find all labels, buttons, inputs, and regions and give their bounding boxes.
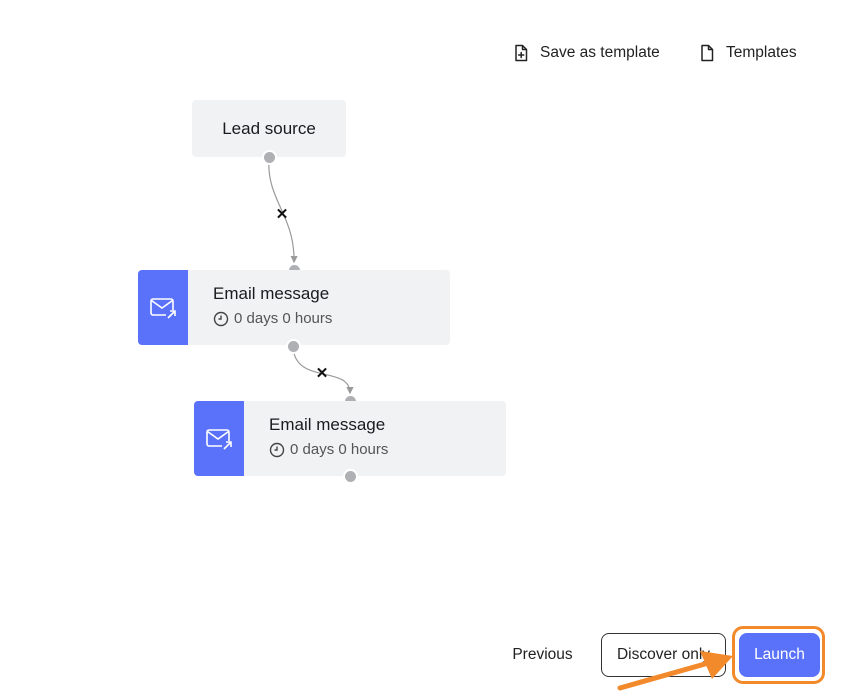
discover-only-button[interactable]: Discover only <box>601 633 726 677</box>
email-node-delay: 0 days 0 hours <box>213 310 332 327</box>
email-node-delay-text: 0 days 0 hours <box>290 441 389 458</box>
connection-line <box>268 157 298 264</box>
email-node-title: Email message <box>269 415 386 434</box>
connection-line <box>292 346 354 395</box>
email-node-content: Email message 0 days 0 hours <box>244 401 388 476</box>
save-as-template-button[interactable]: Save as template <box>512 44 660 62</box>
previous-button[interactable]: Previous <box>495 633 590 677</box>
clock-icon <box>269 442 285 457</box>
email-send-icon <box>206 428 233 451</box>
email-node-content: Email message 0 days 0 hours <box>188 270 332 345</box>
remove-connection-button[interactable]: ✕ <box>315 365 329 382</box>
previous-label: Previous <box>512 646 573 663</box>
email-node-title: Email message <box>213 284 330 303</box>
email-message-node[interactable]: Email message 0 days 0 hours <box>138 270 450 345</box>
templates-label: Templates <box>726 44 797 61</box>
launch-button[interactable]: Launch <box>739 633 820 677</box>
email-node-icon-box <box>194 401 244 476</box>
discover-only-label: Discover only <box>616 646 711 663</box>
email-node-delay-text: 0 days 0 hours <box>234 310 333 327</box>
output-port[interactable] <box>343 469 358 484</box>
output-port[interactable] <box>262 150 277 165</box>
clock-icon <box>213 311 229 326</box>
file-plus-icon <box>515 44 528 62</box>
lead-source-label: Lead source <box>222 118 316 138</box>
email-node-icon-box <box>138 270 188 345</box>
output-port[interactable] <box>286 339 301 354</box>
file-icon <box>701 44 714 62</box>
remove-connection-button[interactable]: ✕ <box>275 206 289 223</box>
save-as-template-label: Save as template <box>540 44 660 61</box>
email-message-node[interactable]: Email message 0 days 0 hours <box>194 401 506 476</box>
launch-highlight-ring <box>732 626 825 684</box>
templates-button[interactable]: Templates <box>698 44 797 62</box>
launch-label: Launch <box>754 646 805 663</box>
email-send-icon <box>150 297 177 320</box>
lead-source-node[interactable]: Lead source <box>192 100 346 157</box>
email-node-delay: 0 days 0 hours <box>269 441 388 458</box>
